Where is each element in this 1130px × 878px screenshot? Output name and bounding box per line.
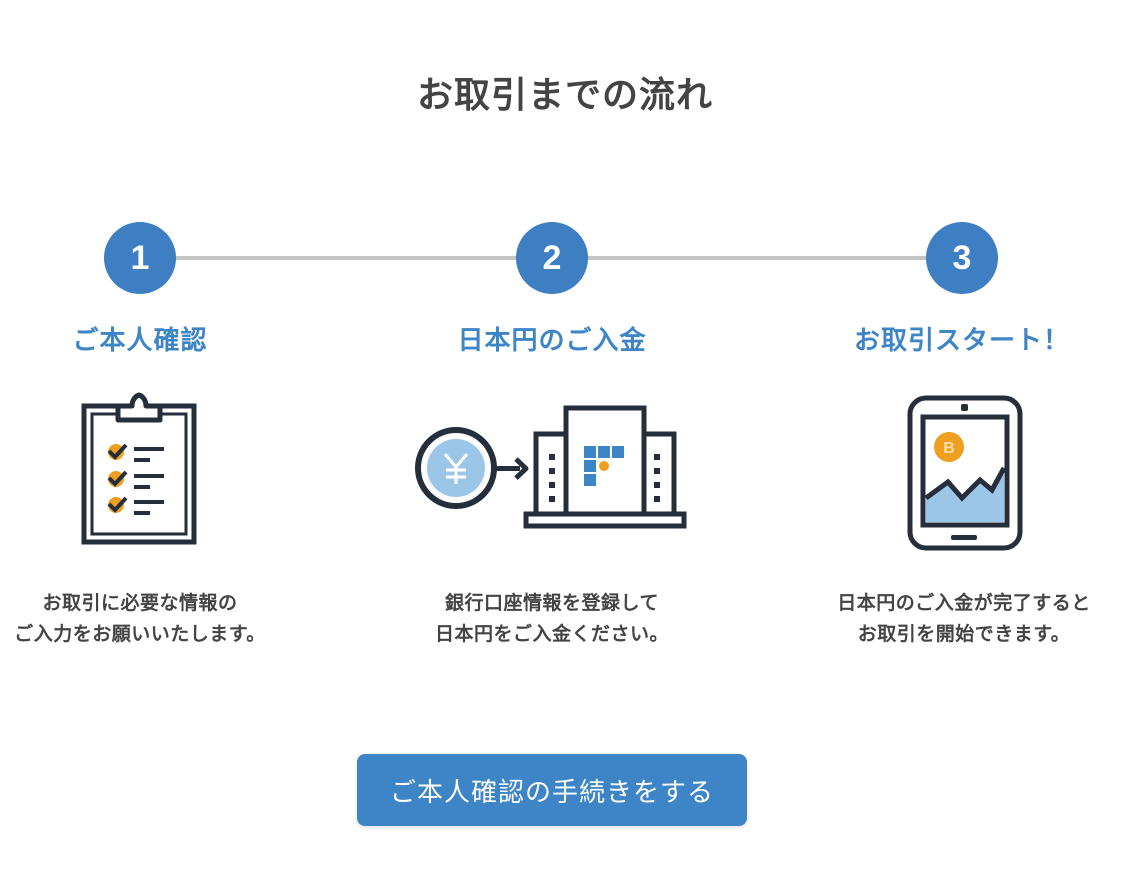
page-title: お取引までの流れ [416,75,713,116]
step-3-description-line-1: 日本円のご入金が完了すると [837,592,1091,614]
step-3-number-badge: 3 [926,222,998,294]
step-3-description: 日本円のご入金が完了すると お取引を開始できます。 [764,588,1130,650]
yen-to-bank-icon [412,404,688,534]
step-1-number-badge: 1 [104,222,176,294]
step-2-description-line-1: 銀行口座情報を登録して [445,592,659,614]
step-1-description-line-1: お取引に必要な情報の [42,592,238,614]
step-1-description: お取引に必要な情報の ご入力をお願いいたします。 [0,588,340,650]
step-2-description: 銀行口座情報を登録して 日本円をご入金ください。 [352,588,752,650]
step-3-description-line-2: お取引を開始できます。 [857,623,1071,645]
tablet-bitcoin-chart-icon: B [906,394,1024,556]
start-identity-verification-button[interactable]: ご本人確認の手続きをする [357,754,747,826]
step-2-title: 日本円のご入金 [457,326,647,356]
step-2-description-line-2: 日本円をご入金ください。 [434,623,669,645]
step-3-title: お取引スタート！ [853,326,1070,356]
svg-text:B: B [943,440,955,457]
step-1-title: ご本人確認 [72,326,208,356]
clipboard-checklist-icon [80,392,198,550]
step-2-number-badge: 2 [516,222,588,294]
step-1-description-line-2: ご入力をお願いいたします。 [14,623,266,645]
